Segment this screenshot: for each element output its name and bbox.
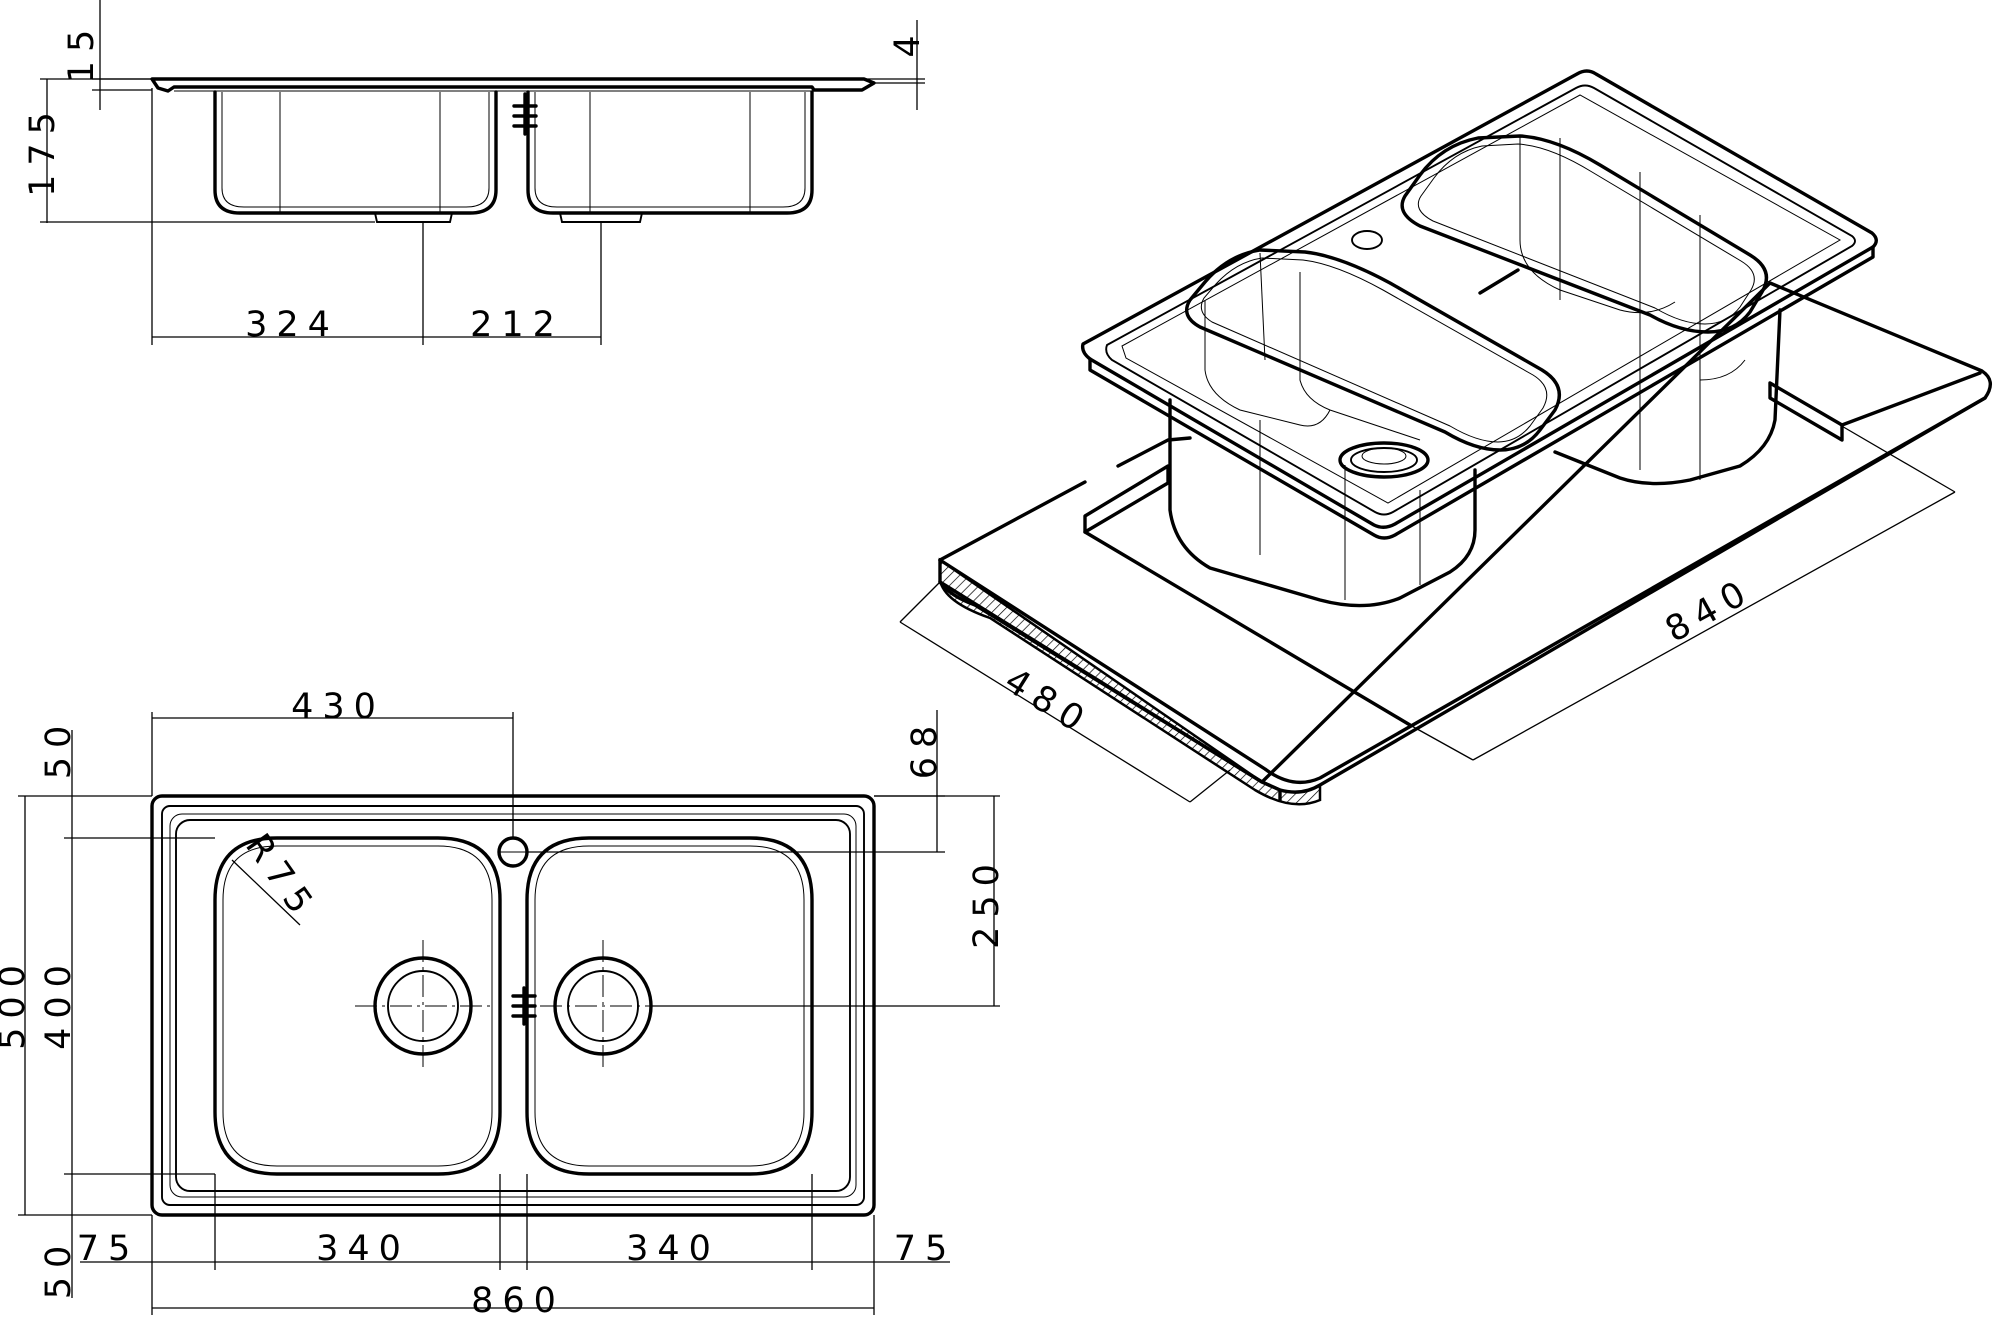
plan-view [18,710,1000,1315]
dim-overall-depth: 500 [0,956,33,1050]
dim-flange-drop: 4 [888,26,928,57]
dimension-labels: 15 4 175 324 212 480 840 430 50 68 250 5… [0,21,1760,1318]
dim-drain-left: 324 [245,305,339,345]
dim-top-margin: 50 [39,717,79,780]
dim-drain-spacing: 212 [470,305,564,345]
dim-left-margin: 75 [77,1229,140,1269]
dim-tap-hole: 430 [291,687,385,727]
dim-right-margin: 75 [894,1229,957,1269]
dim-bowl-left: 340 [316,1229,410,1269]
dim-side-bowl-depth: 175 [23,103,63,197]
dim-bowl-depth: 400 [39,956,79,1050]
dim-overall-width: 860 [471,1281,565,1318]
dim-drain-height: 250 [967,855,1007,949]
dim-cutout-width: 840 [1659,570,1760,650]
dim-tap-offset: 68 [905,717,945,780]
dim-rim-thickness: 15 [62,21,102,84]
dim-bottom-margin: 50 [39,1237,79,1300]
worktop-edge-section [938,557,1322,806]
dim-bowl-right: 340 [626,1229,720,1269]
iso-view [899,69,1992,806]
side-view [40,0,925,345]
